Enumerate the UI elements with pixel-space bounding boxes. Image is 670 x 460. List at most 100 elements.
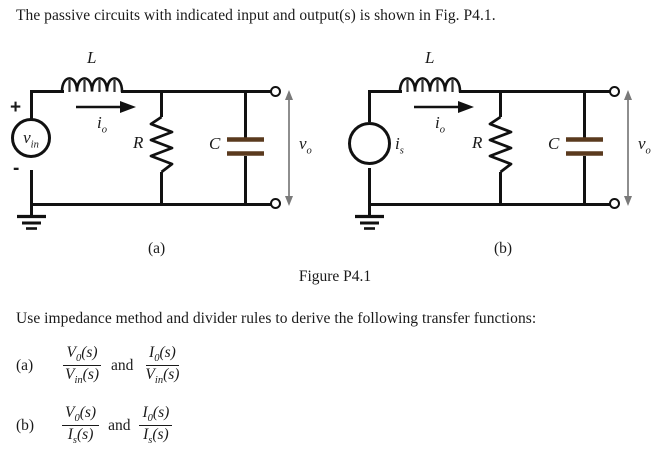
current-symbol-io-a: i: [97, 113, 102, 132]
wire-source-bottom-b: [368, 168, 371, 206]
resistor-label-a: R: [133, 133, 144, 152]
numerator-subscript: 0: [75, 353, 82, 365]
wire-top-left-b: [368, 90, 402, 93]
subfigure-label-a: (a): [148, 240, 166, 257]
inductor-symbol-a: [60, 77, 124, 93]
fraction-denominator: Vin(s): [142, 366, 182, 387]
numerator-argument: (s): [81, 344, 98, 361]
voltage-source-label-a: vin: [11, 128, 51, 150]
wire-capacitor-bottom-a: [244, 156, 247, 206]
output-terminal-bottom-b: [609, 198, 620, 209]
transfer-function-tag-a: (a): [16, 356, 34, 374]
wire-top-right-b: [459, 90, 615, 93]
current-label-io-a: io: [97, 113, 107, 135]
fraction-vo-vin: V0(s) Vin(s): [62, 344, 102, 387]
wire-source-top-b: [368, 90, 371, 122]
intro-text: The passive circuits with indicated inpu…: [16, 7, 496, 24]
transfer-function-tag-b: (b): [16, 416, 35, 434]
numerator-symbol: V: [65, 404, 75, 421]
wire-source-top-a: [30, 90, 33, 120]
fraction-numerator: V0(s): [62, 404, 100, 427]
numerator-subscript: 0: [154, 353, 160, 365]
output-subscript-vo-b: o: [645, 145, 651, 157]
capacitor-symbol-a: [227, 137, 264, 156]
voltage-source-circle-a: [11, 118, 51, 158]
output-label-vo-a: vo: [299, 134, 312, 156]
fraction-vo-is: V0(s) Is(s): [62, 404, 100, 447]
current-arrow-io-b: [414, 101, 474, 113]
wire-top-right-a: [121, 90, 276, 93]
fraction-denominator: Vin(s): [62, 366, 102, 387]
output-symbol-vo-a: v: [299, 134, 307, 153]
output-voltage-arrow-b: [624, 90, 632, 206]
numerator-symbol: I: [142, 404, 148, 421]
transfer-function-row-a: (a) V0(s) Vin(s) and I0(s) Vin(s): [16, 344, 182, 387]
resistor-label-b: R: [472, 133, 483, 152]
capacitor-label-b: C: [548, 134, 560, 153]
denominator-subscript: in: [154, 375, 164, 387]
output-terminal-top-b: [609, 86, 620, 97]
wire-capacitor-top-b: [583, 90, 586, 138]
capacitor-label-a: C: [209, 134, 221, 153]
conjunction-b: and: [108, 416, 131, 434]
capacitor-symbol-b: [566, 137, 603, 156]
denominator-subscript: s: [72, 435, 77, 447]
fraction-denominator: Is(s): [140, 426, 172, 447]
voltage-source-symbol-a: v: [23, 128, 31, 147]
resistor-symbol-a: [149, 115, 174, 174]
numerator-subscript: 0: [74, 413, 80, 425]
circuit-a-vector-layer: [17, 77, 293, 230]
fraction-numerator: I0(s): [146, 344, 179, 367]
output-terminal-bottom-a: [270, 198, 281, 209]
wire-resistor-bottom-a: [160, 172, 163, 206]
wire-bottom-rail-a: [30, 203, 276, 206]
numerator-argument: (s): [159, 344, 176, 361]
circuit-b-vector-layer: [355, 77, 632, 230]
inductor-symbol-b: [398, 77, 462, 93]
current-subscript-io-a: o: [101, 124, 107, 136]
inductor-label-b: L: [425, 48, 435, 67]
circuit-diagram-b: is L R C io vo: [338, 46, 664, 236]
inductor-label-a: L: [87, 48, 97, 67]
wire-resistor-top-a: [160, 90, 163, 117]
wire-bottom-rail-b: [368, 203, 615, 206]
output-voltage-arrow-a: [285, 90, 293, 206]
current-source-label-b: is: [395, 134, 404, 156]
fraction-numerator: I0(s): [139, 404, 173, 427]
output-subscript-vo-a: o: [306, 145, 312, 157]
numerator-symbol: I: [149, 344, 155, 361]
wire-resistor-top-b: [499, 90, 502, 117]
current-source-circle-b: [348, 122, 391, 165]
numerator-argument: (s): [79, 404, 97, 421]
denominator-subscript: s: [148, 435, 153, 447]
output-symbol-vo-b: v: [638, 134, 646, 153]
ground-symbol-b: [355, 203, 384, 230]
numerator-argument: (s): [152, 404, 170, 421]
numerator-subscript: 0: [147, 413, 153, 425]
current-label-io-b: io: [435, 113, 445, 135]
wire-capacitor-bottom-b: [583, 156, 586, 206]
denominator-symbol: I: [143, 426, 149, 444]
ground-symbol-a: [17, 203, 46, 230]
instruction-text: Use impedance method and divider rules t…: [16, 310, 537, 327]
polarity-plus-a: +: [10, 97, 22, 118]
wire-resistor-bottom-b: [499, 172, 502, 206]
denominator-symbol: V: [65, 366, 75, 384]
wire-top-left-a: [30, 90, 64, 93]
fraction-denominator: Is(s): [65, 426, 97, 447]
conjunction-a: and: [111, 356, 134, 374]
transfer-function-row-b: (b) V0(s) Is(s) and I0(s) Is(s): [16, 404, 173, 447]
polarity-minus-a: -: [13, 158, 20, 179]
denominator-argument: (s): [82, 366, 100, 384]
figure-caption: Figure P4.1: [298, 268, 372, 285]
fraction-io-vin: I0(s) Vin(s): [142, 344, 182, 387]
denominator-subscript: in: [74, 375, 83, 387]
current-arrow-io-a: [76, 101, 136, 113]
output-label-vo-b: vo: [638, 134, 651, 156]
fraction-io-is: I0(s) Is(s): [139, 404, 173, 447]
subfigure-label-b: (b): [494, 240, 513, 257]
numerator-symbol: V: [66, 344, 76, 361]
circuit-diagram-a: vin + - L R C io vo: [4, 46, 324, 236]
denominator-argument: (s): [163, 366, 180, 384]
